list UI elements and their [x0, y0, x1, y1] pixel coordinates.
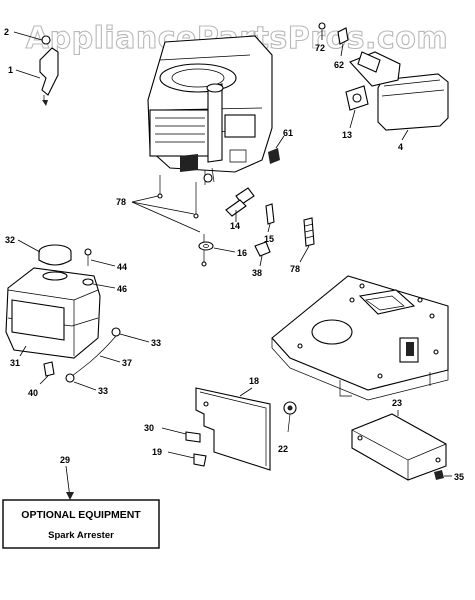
callout-16: 16 — [237, 248, 247, 258]
callout-29: 29 — [60, 455, 70, 465]
callout-22: 22 — [278, 444, 288, 454]
callout-78-left: 78 — [116, 197, 126, 207]
callout-33-lower: 33 — [98, 386, 108, 396]
callout-23: 23 — [392, 398, 402, 408]
callout-78-right: 78 — [290, 264, 300, 274]
callout-61: 61 — [283, 128, 293, 138]
callout-4: 4 — [398, 142, 403, 152]
callout-62: 62 — [334, 60, 344, 70]
pin-part-15 — [265, 203, 275, 225]
optional-equipment-box: OPTIONAL EQUIPMENT Spark Arrester — [2, 499, 160, 549]
callout-37: 37 — [122, 358, 132, 368]
engine-mounting-plate — [271, 275, 449, 401]
spacer-part-14 — [225, 187, 255, 217]
fitting-part-61 — [268, 148, 280, 164]
knob-part-22 — [283, 401, 297, 433]
optional-equipment-title: OPTIONAL EQUIPMENT — [21, 509, 141, 521]
callout-13: 13 — [342, 130, 352, 140]
spark-arrester-label: Spark Arrester — [48, 530, 114, 541]
engine-assembly — [147, 35, 273, 185]
fuel-line-part-37 — [71, 335, 117, 377]
callout-33-upper: 33 — [151, 338, 161, 348]
callout-35: 35 — [454, 472, 464, 482]
callout-15: 15 — [264, 234, 274, 244]
fuel-tank-part-31 — [5, 267, 101, 359]
screw-part-35 — [434, 470, 444, 480]
screw-part-44 — [84, 248, 92, 266]
shield-part-18 — [195, 387, 271, 471]
callout-2: 2 — [4, 27, 9, 37]
gasket-part-13 — [345, 85, 369, 111]
callout-44: 44 — [117, 262, 127, 272]
clamp-part-33-upper — [111, 327, 121, 337]
callout-38: 38 — [252, 268, 262, 278]
muffler-part-4 — [349, 51, 449, 131]
callout-32: 32 — [5, 235, 15, 245]
clip-part-19 — [193, 453, 207, 467]
clip-part-30 — [185, 431, 201, 443]
callout-31: 31 — [10, 358, 20, 368]
nut-part-38 — [254, 241, 271, 257]
callout-1: 1 — [8, 65, 13, 75]
clamp-part-33-lower — [65, 373, 75, 383]
grommet-part-46 — [82, 278, 94, 286]
bolts-part-78 — [157, 175, 207, 267]
callout-46: 46 — [117, 284, 127, 294]
callout-14: 14 — [230, 221, 240, 231]
bolt-part-62-72 — [318, 22, 349, 45]
bracket-part-1-2 — [39, 35, 59, 106]
callout-72: 72 — [315, 43, 325, 53]
fuel-cap-part-32 — [38, 244, 72, 281]
fitting-part-40 — [43, 361, 55, 377]
callout-30: 30 — [144, 423, 154, 433]
callout-18: 18 — [249, 376, 259, 386]
cover-part-23 — [351, 413, 447, 481]
washer-part-16 — [198, 241, 214, 251]
callout-40: 40 — [28, 388, 38, 398]
callout-19: 19 — [152, 447, 162, 457]
bolt-part-78-right — [303, 217, 315, 247]
